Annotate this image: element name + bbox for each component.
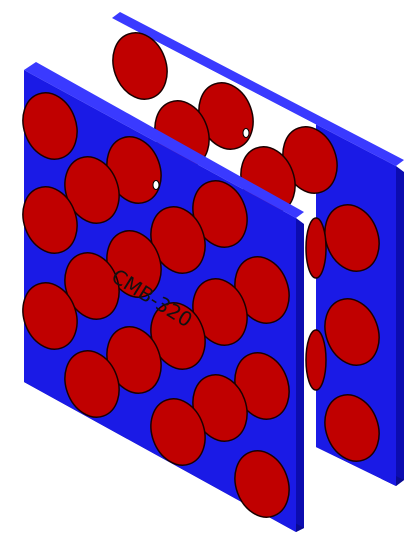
back-hole (324, 394, 380, 462)
front-hole (22, 282, 78, 350)
front-hole (150, 398, 206, 466)
front-plate-holes (22, 92, 290, 518)
back-plate-top-edge (112, 12, 404, 166)
front-hole (234, 450, 290, 518)
back-hole (324, 298, 380, 366)
back-hole (305, 329, 327, 391)
front-hole (22, 92, 78, 160)
front-hole (22, 186, 78, 254)
front-plate-pin-hole (152, 180, 160, 190)
front-hole (64, 350, 120, 418)
back-hole (324, 204, 380, 272)
back-hole (305, 217, 327, 279)
front-plate: CMB-320 (22, 62, 304, 532)
back-plate-edge (396, 166, 404, 486)
back-hole (112, 32, 168, 100)
back-plate-pin-hole (242, 128, 250, 138)
front-plate-top-edge (24, 62, 304, 218)
front-plate-edge (296, 218, 304, 532)
